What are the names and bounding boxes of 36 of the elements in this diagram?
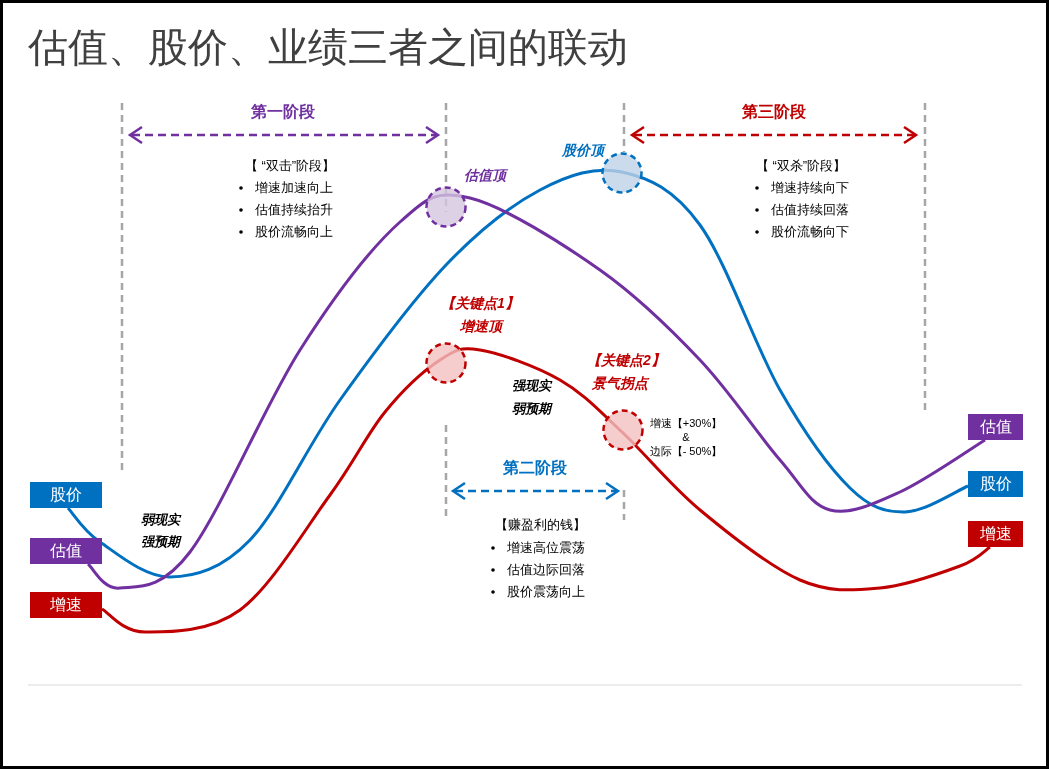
list-item: 增速持续向下 <box>771 180 849 196</box>
title: 估值、股价、业绩三者之间的联动 <box>28 24 628 70</box>
list-item: 估值边际回落 <box>507 562 585 578</box>
point-label: 【关键点2】 <box>587 351 665 369</box>
series-label: 增速 <box>30 592 102 618</box>
note-text: 强现实 <box>511 378 551 394</box>
list-heading: 【 “双击”阶段】 <box>244 158 336 174</box>
list-item: 股价流畅向下 <box>771 224 849 240</box>
point-label: 【关键点1】 <box>441 294 519 312</box>
note-text: 弱现实 <box>140 512 180 528</box>
curve-line <box>101 347 991 634</box>
point-label: 股价顶 <box>562 141 604 159</box>
list-item: 增速高位震荡 <box>507 540 585 556</box>
list-item: 股价震荡向上 <box>507 584 585 600</box>
note-text: 增速【+30%】 <box>649 417 723 431</box>
list-item: 估值持续回落 <box>771 202 849 218</box>
series-label: 估值 <box>968 414 1023 440</box>
list-item: 股价流畅向上 <box>255 224 333 240</box>
point-label: 景气拐点 <box>592 374 648 392</box>
list-heading: 【 “双杀”阶段】 <box>755 158 847 174</box>
series-label: 股价 <box>968 471 1023 497</box>
stage-title: 第二阶段 <box>503 458 567 478</box>
note-text: 边际【- 50%】 <box>649 445 723 459</box>
list-item: 增速加速向上 <box>255 180 333 196</box>
series-label: 股价 <box>30 482 102 508</box>
series-label: 增速 <box>968 521 1023 547</box>
list-heading: 【赚盈利的钱】 <box>494 517 586 533</box>
list-item: 估值持续抬升 <box>255 202 333 218</box>
stage-title: 第一阶段 <box>251 102 315 122</box>
point-label: 增速顶 <box>460 317 502 335</box>
note-text: & <box>682 431 690 445</box>
note-text: 弱预期 <box>511 401 551 417</box>
stage-title: 第三阶段 <box>742 102 806 122</box>
note-text: 强预期 <box>140 534 180 550</box>
point-label: 估值顶 <box>464 166 506 184</box>
series-label: 估值 <box>30 538 102 564</box>
